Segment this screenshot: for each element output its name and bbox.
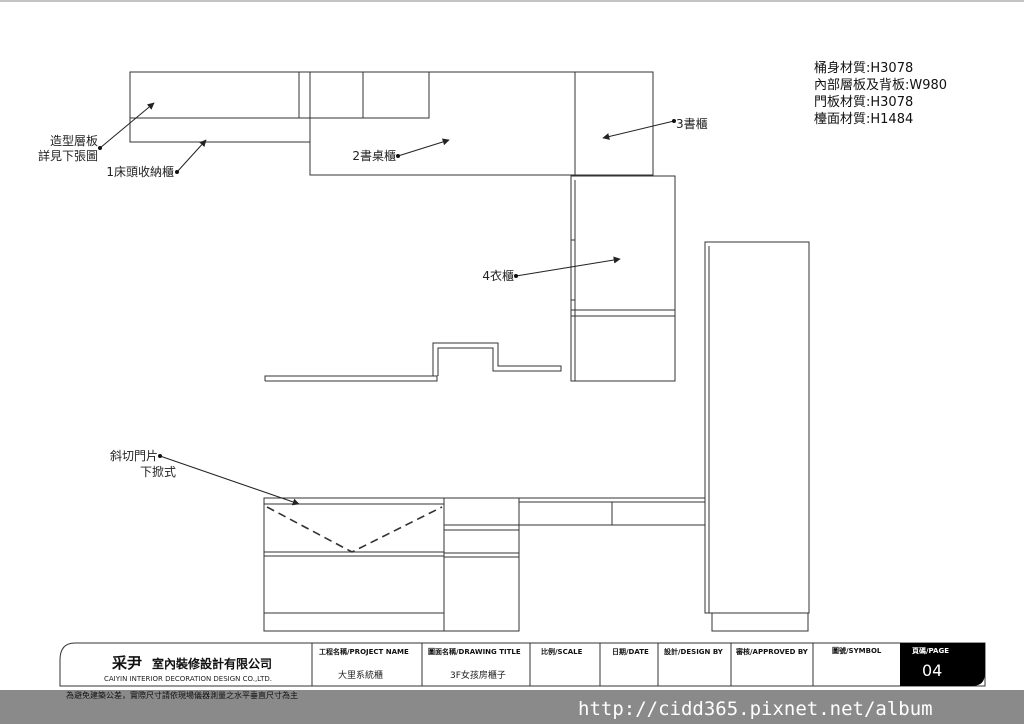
label-headboard: 1床頭收納櫃 [106,165,174,179]
lower-cabinet-left [263,497,445,632]
spec-line: 桶身材質:H3078 [814,60,913,76]
drawer-column [443,497,520,632]
tall-cabinet [704,241,810,614]
label-shelf-1: 造型層板 [50,134,98,148]
desk-drawer-1 [518,501,613,526]
bevel-door-dashed [266,506,443,553]
scale-label: 比例/SCALE [541,647,583,656]
footer-note: 為避免建築公差，實際尺寸請依現場儀器測量之水平垂直尺寸為主 [66,690,298,700]
company-logo: 采尹 [111,654,142,672]
label-desk: 2書桌櫃 [352,149,396,163]
bookcase [574,71,654,176]
spec-line: 內部層板及背板:W980 [814,78,947,93]
tall-cabinet-base [711,612,809,632]
plan-view [129,71,676,382]
window-sill [264,375,438,382]
approved-label: 審核/APPROVED BY [735,647,809,656]
date-label: 日期/DATE [612,647,649,656]
page-box [900,643,985,686]
watermark-url: http://cidd365.pixnet.net/album [578,698,933,720]
label-bevel-1: 斜切門片 [110,449,158,463]
spec-line: 門板材質:H3078 [814,95,913,110]
label-wardrobe: 4衣櫃 [482,268,514,283]
page-number: 04 [922,661,942,680]
symbol-label: 圖號/SYMBOL [832,646,882,655]
footer-bar [0,690,1024,724]
drawing-title-value: 3F女孩房櫃子 [450,669,506,681]
project-name-value: 大里系統櫃 [338,669,383,681]
upper-box-1 [298,71,364,119]
callout-arrows [99,102,675,506]
company-name-en: CAIYIN INTERIOR DECORATION DESIGN CO.,LT… [104,675,272,683]
callout-dots [98,119,676,458]
drawing-title-label: 圖面名稱/DRAWING TITLE [428,647,521,656]
elevation-view [263,241,810,632]
material-specs: 桶身材質:H3078 內部層板及背板:W980 門板材質:H3078 檯面材質:… [814,60,947,127]
project-name-label: 工程名稱/PROJECT NAME [319,647,409,656]
spec-line: 檯面材質:H1484 [814,112,913,127]
page-label: 頁碼/PAGE [912,646,949,655]
upper-box-2 [362,71,430,119]
design-label: 設計/DESIGN BY [664,647,724,656]
title-block: 采尹 室內裝修設計有限公司 CAIYIN INTERIOR DECORATION… [59,642,986,687]
wardrobe [570,175,676,382]
headboard-cabinet [129,71,311,143]
label-bookcase: 3書櫃 [676,117,708,131]
desk-drawer-2 [611,501,706,526]
title-block-frame [59,642,986,687]
company-name-cn: 室內裝修設計有限公司 [152,656,272,671]
desk-cabinet [309,118,575,176]
label-shelf-2: 詳見下張圖 [38,148,98,163]
label-bevel-2: 下掀式 [140,465,176,479]
